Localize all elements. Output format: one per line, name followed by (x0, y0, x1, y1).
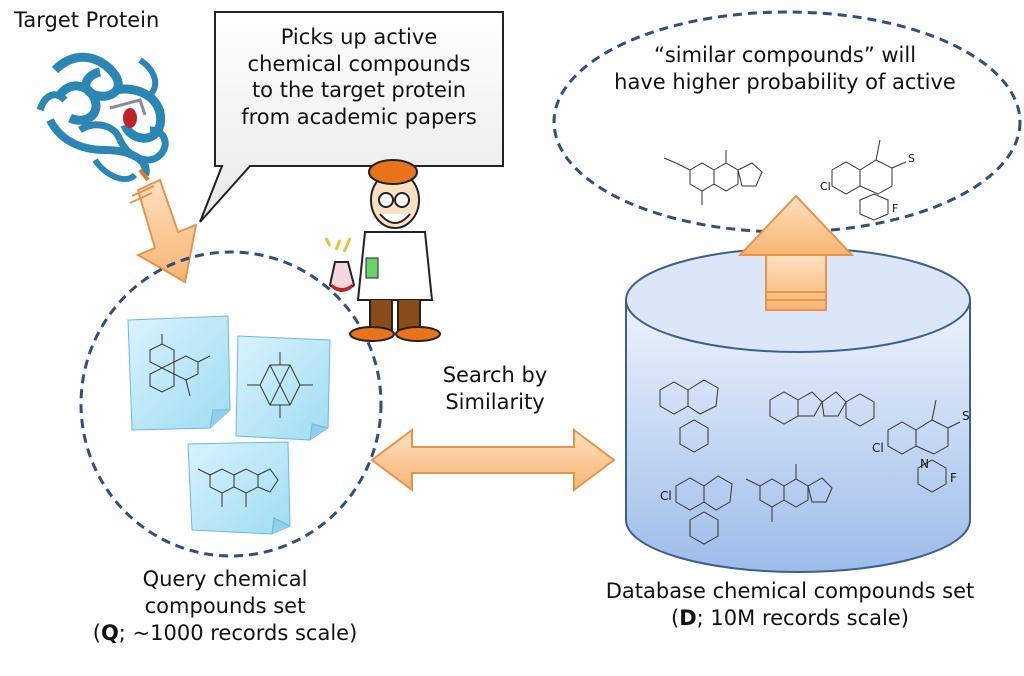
query-caption-line-3: (Q; ~1000 records scale) (92, 620, 358, 645)
bubble-line-4: from academic papers (241, 104, 477, 129)
query-symbol: Q (100, 620, 119, 645)
similar-molecule-2 (831, 139, 907, 221)
db-molecule-3 (887, 399, 961, 493)
similar-cl-label: Cl (820, 180, 831, 193)
db-molecule-2 (769, 391, 875, 427)
db-s-label: S (962, 409, 970, 423)
speech-bubble (199, 11, 504, 223)
similar-line-2: have higher probability of active (614, 69, 956, 94)
query-set-caption: Query chemical compounds set (Q; ~1000 r… (70, 566, 380, 647)
bubble-line-1: Picks up active (280, 25, 438, 49)
query-set-circle (79, 250, 383, 558)
db-caption-line-1: Database chemical compounds set (605, 579, 975, 603)
similar-f-label: F (892, 202, 898, 215)
target-protein-label: Target Protein (14, 8, 160, 32)
db-cl-label-2: Cl (660, 489, 672, 503)
search-double-arrow (370, 428, 616, 492)
query-note-1 (127, 315, 231, 431)
query-caption-line-2: compounds set (144, 593, 306, 618)
database-to-similar-arrow (737, 194, 855, 311)
scientist-icon (324, 159, 441, 342)
db-molecule-1 (659, 379, 719, 453)
speech-bubble-text: Picks up active chemical compounds to th… (222, 24, 496, 131)
db-molecule-4 (675, 475, 733, 545)
protein-ribbon-icon (36, 52, 169, 182)
search-line-1: Search by (442, 363, 548, 387)
bubble-line-3: to the target protein (251, 78, 467, 103)
search-by-similarity-label: Search by Similarity (420, 362, 570, 417)
db-cl-label-1: Cl (872, 441, 884, 455)
query-note-3 (187, 441, 291, 535)
query-note-2 (235, 335, 331, 441)
similar-compounds-text: “similar compounds” will have higher pro… (560, 42, 1010, 95)
bubble-line-2: chemical compounds (247, 51, 471, 76)
db-f-label: F (950, 471, 957, 485)
db-molecule-5 (745, 464, 833, 522)
database-cylinder-icon (625, 247, 971, 573)
similar-s-label: S (908, 152, 915, 165)
query-caption-line-1: Query chemical (142, 567, 308, 591)
similar-line-1: “similar compounds” will (653, 43, 917, 67)
database-symbol: D (679, 605, 697, 630)
db-caption-line-2: (D; 10M records scale) (671, 605, 909, 630)
search-line-2: Similarity (445, 390, 545, 415)
similar-molecule-1 (663, 150, 763, 205)
database-set-caption: Database chemical compounds set (D; 10M … (570, 578, 1010, 632)
protein-to-query-arrow (129, 178, 198, 284)
db-n-label: N (920, 457, 929, 471)
